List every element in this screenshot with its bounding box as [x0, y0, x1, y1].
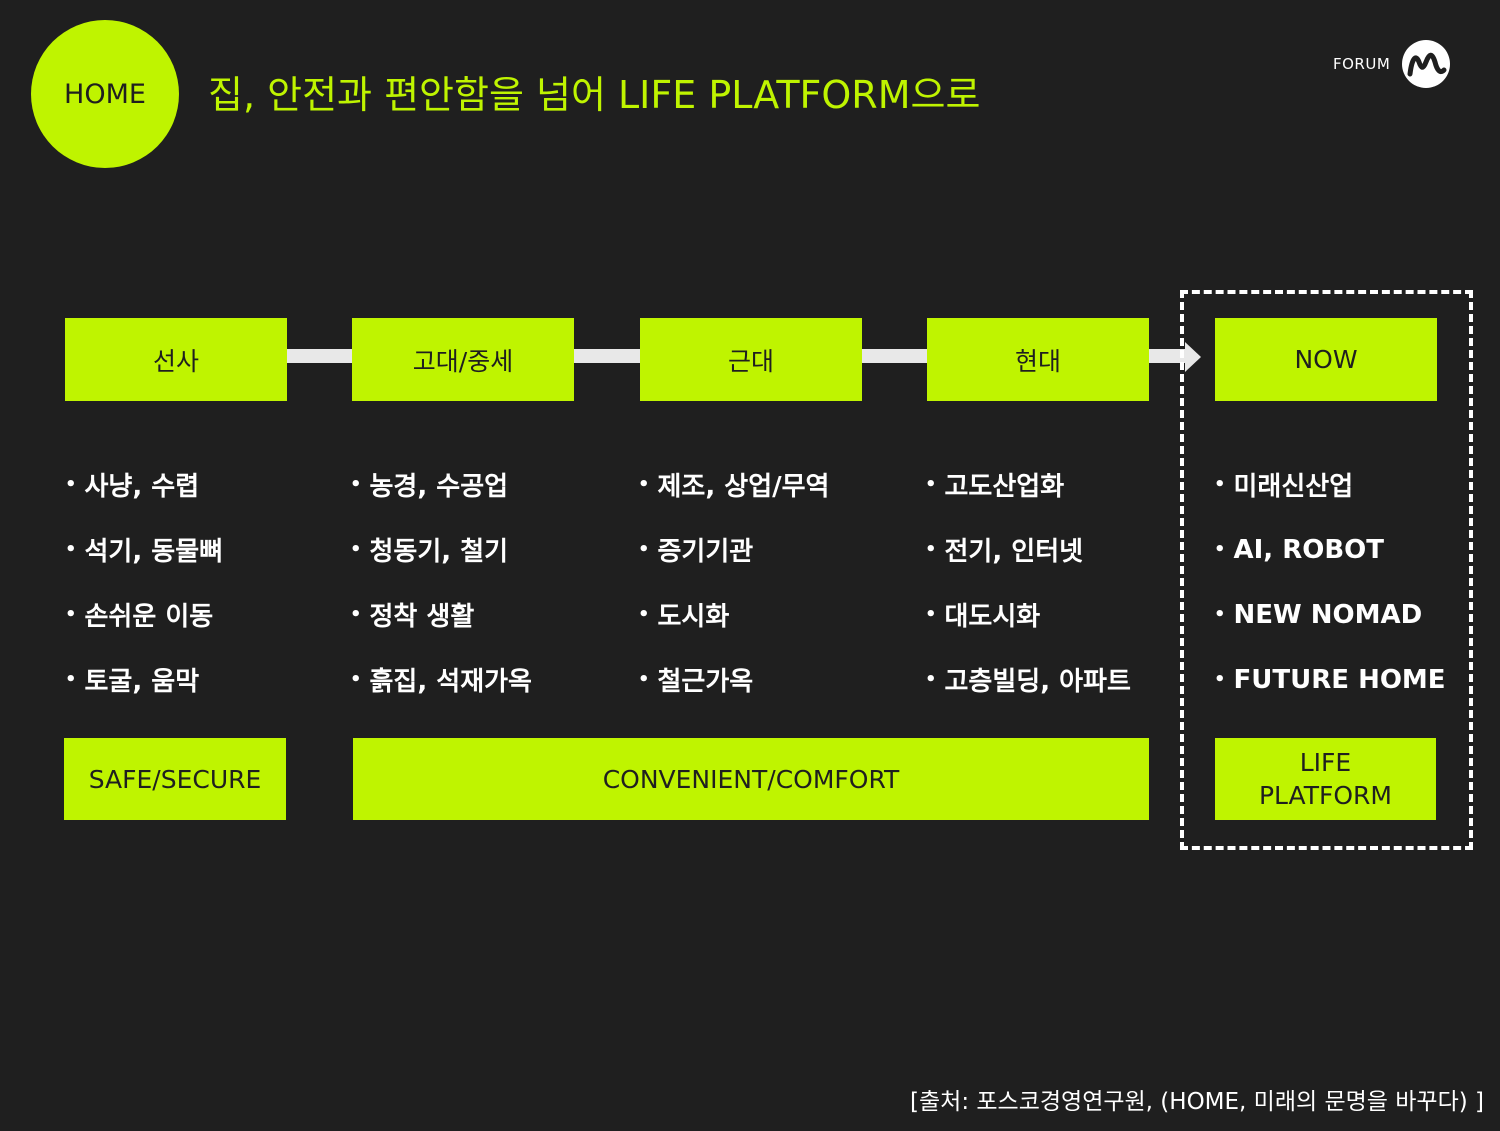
- now-highlight-frame: [1180, 290, 1473, 850]
- era-list-ancient-medieval: •농경, 수공업 •청동기, 철기 •정착 생활 •흙집, 석재가옥: [347, 452, 532, 712]
- list-item: •NEW NOMAD: [1214, 599, 1423, 630]
- era-box-now: NOW: [1215, 318, 1437, 401]
- list-item: •AI, ROBOT: [1214, 534, 1385, 565]
- era-label: 고대/중세: [412, 346, 514, 376]
- list-item: •FUTURE HOME: [1214, 664, 1446, 695]
- list-item: •제조, 상업/무역: [638, 472, 830, 502]
- list-item: •도시화: [638, 602, 730, 632]
- list-item: •철근가옥: [638, 667, 754, 697]
- value-box-life-platform: LIFE PLATFORM: [1215, 738, 1436, 820]
- m-wave-logo-icon: [1402, 40, 1451, 88]
- era-box-modern: 근대: [640, 318, 862, 401]
- brand-logo: FORUM: [1333, 40, 1451, 88]
- timeline-connector: [574, 349, 640, 363]
- era-label: 근대: [727, 346, 774, 376]
- value-label-line2: PLATFORM: [1258, 781, 1392, 810]
- era-label: NOW: [1294, 345, 1358, 374]
- era-label: 선사: [152, 346, 199, 376]
- home-badge-label: HOME: [64, 78, 146, 110]
- value-label: CONVENIENT/COMFORT: [602, 764, 900, 794]
- value-box-convenient-comfort: CONVENIENT/COMFORT: [353, 738, 1149, 820]
- list-item: •손쉬운 이동: [65, 602, 214, 632]
- era-list-now: •미래신산업 •AI, ROBOT •NEW NOMAD •FUTURE HOM…: [1211, 452, 1446, 712]
- list-item: •증기기관: [638, 537, 754, 567]
- timeline-connector: [1149, 349, 1187, 363]
- timeline-arrow-icon: [1185, 342, 1201, 372]
- era-label: 현대: [1014, 346, 1061, 376]
- value-box-safe-secure: SAFE/SECURE: [64, 738, 286, 820]
- list-item: •미래신산업: [1214, 472, 1354, 502]
- page-title: 집, 안전과 편안함을 넘어 LIFE PLATFORM으로: [208, 73, 981, 117]
- brand-text: FORUM: [1333, 55, 1391, 73]
- source-citation: [출처: 포스코경영연구원, (HOME, 미래의 문명을 바꾸다) ]: [910, 1089, 1484, 1115]
- list-item: •사냥, 수렵: [65, 472, 200, 502]
- era-list-prehistoric: •사냥, 수렵 •석기, 동물뼈 •손쉬운 이동 •토굴, 움막: [62, 452, 223, 712]
- list-item: •전기, 인터넷: [925, 537, 1084, 567]
- list-item: •대도시화: [925, 602, 1041, 632]
- value-label-line1: LIFE: [1299, 748, 1352, 777]
- list-item: •정착 생활: [350, 602, 475, 632]
- era-box-ancient-medieval: 고대/중세: [352, 318, 574, 401]
- list-item: •청동기, 철기: [350, 537, 509, 567]
- list-item: •고도산업화: [925, 472, 1065, 502]
- value-label: SAFE/SECURE: [88, 764, 262, 794]
- list-item: •석기, 동물뼈: [65, 537, 224, 567]
- list-item: •흙집, 석재가옥: [350, 667, 532, 697]
- home-badge: HOME: [31, 20, 179, 168]
- list-item: •토굴, 움막: [65, 667, 200, 697]
- timeline-connector: [287, 349, 352, 363]
- list-item: •고층빌딩, 아파트: [925, 667, 1131, 697]
- era-list-modern: •제조, 상업/무역 •증기기관 •도시화 •철근가옥: [635, 452, 829, 712]
- era-box-prehistoric: 선사: [65, 318, 287, 401]
- list-item: •농경, 수공업: [350, 472, 509, 502]
- era-box-contemporary: 현대: [927, 318, 1149, 401]
- era-list-contemporary: •고도산업화 •전기, 인터넷 •대도시화 •고층빌딩, 아파트: [922, 452, 1131, 712]
- timeline-connector: [862, 349, 927, 363]
